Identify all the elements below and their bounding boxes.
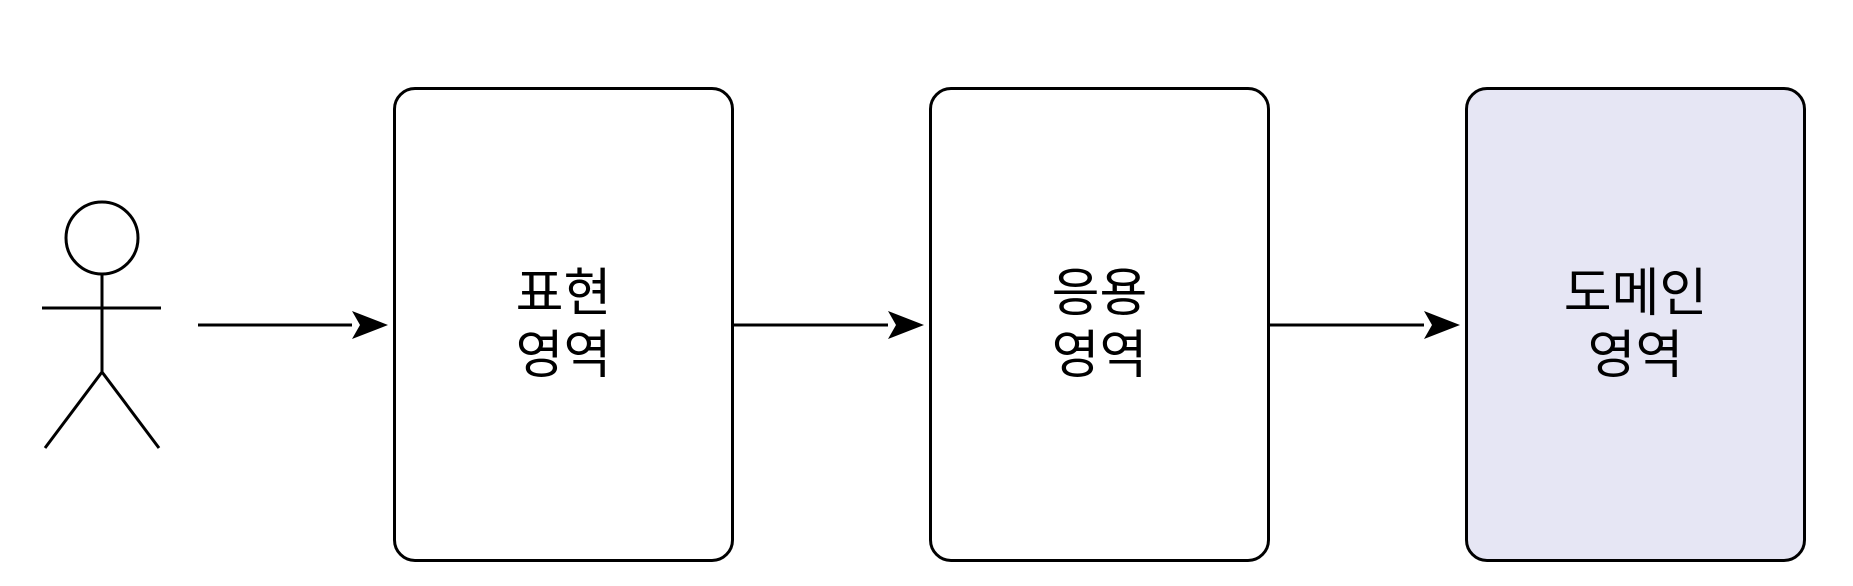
edge-actor-to-presentation [198, 311, 388, 339]
application-layer-label: 응용 영역 [1052, 263, 1148, 387]
arrowhead-icon [352, 311, 388, 339]
edge-presentation-to-application [734, 311, 924, 339]
actor-left-leg [43, 371, 104, 449]
arrowhead-icon [1424, 311, 1460, 339]
domain-layer-label-line1: 도메인 [1563, 263, 1708, 324]
application-layer-label-line1: 응용 [1051, 263, 1148, 324]
actor-right-leg [100, 371, 161, 449]
application-layer-box: 응용 영역 [929, 87, 1270, 562]
arrowhead-icon [888, 311, 924, 339]
presentation-layer-label: 표현 영역 [516, 263, 612, 387]
presentation-layer-label-line1: 표현 [515, 263, 612, 324]
presentation-layer-box: 표현 영역 [393, 87, 734, 562]
domain-layer-label: 도메인 영역 [1564, 263, 1708, 387]
application-layer-label-line2: 영역 [1051, 325, 1148, 386]
presentation-layer-label-line2: 영역 [515, 325, 612, 386]
actor-figure [42, 200, 161, 449]
domain-layer-label-line2: 영역 [1587, 325, 1684, 386]
actor-head [64, 200, 140, 276]
domain-layer-box: 도메인 영역 [1465, 87, 1806, 562]
edge-application-to-domain [1270, 311, 1460, 339]
